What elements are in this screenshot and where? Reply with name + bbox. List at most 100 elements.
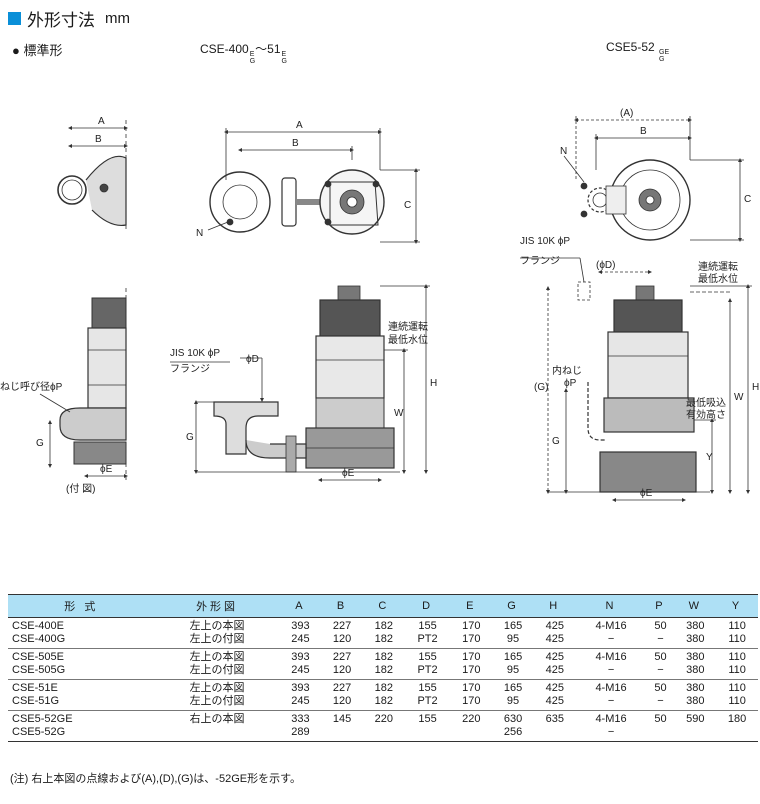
min-level-label-right: 最低水位 bbox=[698, 272, 738, 285]
cell-line: 227 bbox=[332, 651, 352, 663]
dim-N-mid: N bbox=[196, 228, 203, 239]
dim-E-mid: ϕE bbox=[342, 468, 355, 479]
dim-W-right: W bbox=[734, 392, 744, 403]
table-cell: 4-M16− bbox=[575, 679, 647, 711]
cell-line: 左上の付図 bbox=[189, 695, 245, 707]
right-top-view bbox=[563, 116, 744, 242]
table-cell: 635 bbox=[533, 710, 576, 742]
dim-D-mid: ϕD bbox=[246, 354, 259, 365]
cell-line: CSE5-52GE bbox=[12, 713, 73, 725]
dim-G-left: G bbox=[36, 438, 44, 449]
cell-line: 380 bbox=[686, 633, 705, 645]
model2-sub: G bbox=[659, 56, 665, 63]
cell-line: 182 bbox=[374, 664, 393, 676]
subtitle: ● 標準形 bbox=[12, 43, 63, 58]
thread-label: ねじ呼び径ϕP bbox=[0, 380, 63, 393]
cell-line: 393 bbox=[291, 651, 310, 663]
dim-Y-right: Y bbox=[706, 452, 713, 463]
cell-line: 50 bbox=[654, 620, 667, 632]
dim-paren-G-right: (G) bbox=[534, 382, 548, 393]
jis-label-right: JIS 10K ϕP bbox=[520, 236, 570, 247]
cell-line: 120 bbox=[332, 664, 352, 676]
cell-line: 220 bbox=[462, 713, 481, 725]
cell-line: 227 bbox=[332, 620, 352, 632]
col-header: 外形図 bbox=[154, 594, 280, 618]
main-side-view bbox=[170, 284, 430, 482]
cell-line: 380 bbox=[686, 651, 705, 663]
cell-line: 50 bbox=[654, 713, 667, 725]
model-sup: E bbox=[249, 51, 255, 58]
table-cell: 左上の本図左上の付図 bbox=[154, 648, 280, 680]
cell-line: 110 bbox=[728, 651, 746, 663]
col-header: P bbox=[646, 594, 675, 618]
phiP-label-right: ϕP bbox=[564, 378, 577, 389]
min-suction-label: 最低吸込 bbox=[686, 396, 726, 409]
table-cell: 50 bbox=[646, 710, 675, 742]
cell-line: 256 bbox=[503, 726, 523, 738]
cell-line: 182 bbox=[374, 633, 393, 645]
dim-E-left: ϕE bbox=[100, 464, 113, 475]
cell-line bbox=[155, 726, 280, 739]
cell-line: 425 bbox=[545, 664, 564, 676]
model-sup2: E bbox=[281, 51, 287, 58]
cell-line: 155 bbox=[418, 620, 437, 632]
table-cell: 590 bbox=[674, 710, 717, 742]
cell-line: 245 bbox=[291, 664, 310, 676]
table-cell: 220 bbox=[450, 710, 493, 742]
cell-line: 左上の付図 bbox=[189, 664, 245, 676]
col-header: B bbox=[321, 594, 363, 618]
cell-line: 右上の本図 bbox=[189, 713, 245, 725]
cell-line: 165 bbox=[503, 651, 523, 663]
cell-line: 220 bbox=[374, 713, 393, 725]
table-cell: 180 bbox=[716, 710, 758, 742]
subtitle-text: 標準形 bbox=[23, 43, 63, 58]
cell-line: 182 bbox=[374, 695, 393, 707]
continuous-label-right: 連続運転 bbox=[698, 260, 738, 273]
cell-line: PT2 bbox=[417, 633, 438, 645]
title-unit: mm bbox=[105, 10, 130, 27]
cell-line: 170 bbox=[462, 651, 481, 663]
cell-line: CSE-51G bbox=[12, 695, 60, 707]
cell-line: 393 bbox=[291, 620, 310, 632]
dim-D-right: (ϕD) bbox=[596, 260, 615, 271]
inner-thread-label: 内ねじ bbox=[552, 364, 582, 377]
cell-line: 左上の本図 bbox=[189, 682, 245, 694]
cell-line: 182 bbox=[374, 620, 393, 632]
cell-line: 145 bbox=[332, 713, 352, 725]
dim-A-mid: A bbox=[296, 120, 303, 131]
table-cell: 50− bbox=[646, 679, 675, 711]
cell-line: 170 bbox=[462, 633, 481, 645]
table-cell: 145 bbox=[321, 710, 363, 742]
cell-line: 380 bbox=[686, 664, 705, 676]
model-range-mid: 〜51 bbox=[255, 42, 281, 56]
table-cell: 左上の本図左上の付図 bbox=[154, 679, 280, 711]
cell-line: 50 bbox=[654, 651, 667, 663]
cell-line: 4-M16 bbox=[595, 620, 627, 632]
cell-line: 110 bbox=[728, 682, 746, 694]
cell-line: 182 bbox=[374, 651, 393, 663]
cell-line: 120 bbox=[332, 633, 352, 645]
cell-line: 155 bbox=[418, 682, 437, 694]
cell-line: 170 bbox=[462, 682, 481, 694]
cell-line: 4-M16 bbox=[595, 651, 627, 663]
cell-line: 590 bbox=[686, 713, 705, 725]
cell-line: CSE5-52G bbox=[12, 726, 66, 738]
table-cell: 155 bbox=[404, 710, 451, 742]
col-header: E bbox=[450, 594, 493, 618]
cell-line: CSE-51E bbox=[12, 682, 58, 694]
